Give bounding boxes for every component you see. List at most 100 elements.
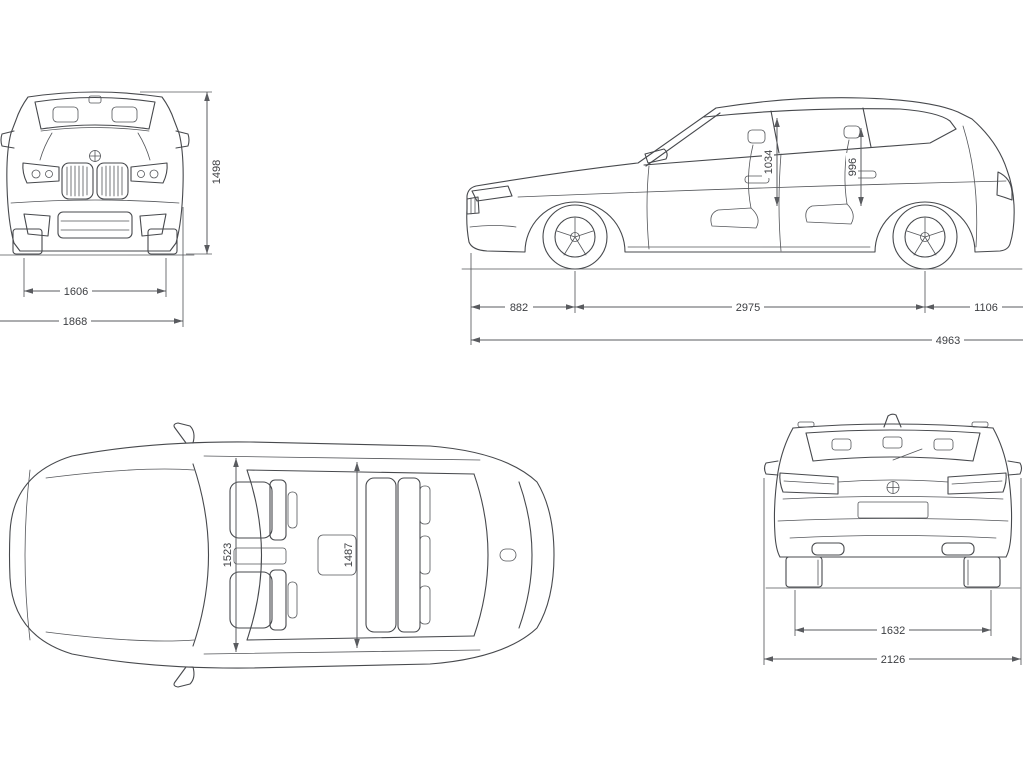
front-door-cut <box>646 165 650 250</box>
headrest <box>933 438 954 451</box>
tailgate-arc <box>518 481 533 629</box>
seat-cushion <box>229 571 273 629</box>
rear-window-arc <box>473 473 489 637</box>
rear-door-cut <box>778 153 782 252</box>
right-side-mirror <box>1007 460 1023 476</box>
front-grille-slats <box>470 197 476 215</box>
bench-headrest <box>419 585 431 625</box>
interior-width-rear-label-group: 1487 <box>342 539 355 571</box>
hood-crease-lines <box>45 468 195 642</box>
dim-label-halo <box>342 539 354 571</box>
rear-wheel <box>892 204 958 270</box>
rearview-mirror <box>88 95 102 104</box>
bench-headrest <box>419 535 431 575</box>
seat-back <box>269 479 287 541</box>
body-outline <box>466 97 1015 253</box>
windshield <box>34 96 156 130</box>
mirror-width-label: 2126 <box>881 654 905 666</box>
dim-label-halo <box>732 301 764 313</box>
interior-height-rear-label-group: 996 <box>846 153 859 181</box>
right-kidney-grille <box>96 162 129 200</box>
dim-label-halo <box>877 653 909 665</box>
front-seat-back <box>748 144 754 209</box>
dim-label-halo <box>60 285 92 297</box>
left-kidney-grille <box>61 162 94 200</box>
beltline <box>643 128 957 166</box>
rear-seat-headrest <box>843 125 861 139</box>
length-extension-lines <box>470 253 926 345</box>
headrest <box>831 438 852 451</box>
left-tire <box>12 228 43 255</box>
track-dim-label: 1606 <box>64 286 88 298</box>
bench-back <box>397 477 421 633</box>
window-top-line <box>703 108 957 130</box>
top-view-dimensions: 1523 1487 <box>221 458 360 652</box>
front-seats <box>229 479 298 631</box>
rear-seat-back <box>844 139 850 205</box>
rear-view-dimensions: 1632 2126 <box>763 478 1022 666</box>
dim-label-halo <box>59 315 91 327</box>
front-seat <box>710 129 766 229</box>
right-side-intake <box>139 213 167 237</box>
tailgate-lines <box>782 479 1004 500</box>
beltline-edges <box>203 455 481 655</box>
right-exhaust <box>941 542 975 556</box>
windshield-base-arc <box>192 463 210 647</box>
grille-slats <box>66 165 123 197</box>
rear-wiper <box>892 448 923 461</box>
left-headrest <box>52 106 79 123</box>
rear-track-label: 1632 <box>881 625 905 637</box>
dim-label-halo <box>846 153 858 181</box>
front-bumper-detail <box>469 225 517 228</box>
top-side-mirror <box>173 422 195 444</box>
top-view: 1523 1487 <box>8 422 555 688</box>
rear-seat-cushion <box>805 203 854 225</box>
left-headlight <box>22 162 60 184</box>
seat-back <box>269 569 287 631</box>
side-view: 1034 996 882 2975 1106 4963 <box>461 97 1023 347</box>
windshield-top-arc <box>246 469 263 641</box>
center-console <box>233 547 287 565</box>
seat-headrest <box>287 581 298 619</box>
left-side-mirror <box>0 130 15 149</box>
left-tire <box>785 556 823 588</box>
dim-label-halo <box>221 539 233 571</box>
interior-width-front-label-group: 1523 <box>221 539 234 571</box>
bench-cushion <box>365 477 397 633</box>
interior-width-rear-label: 1487 <box>343 543 355 567</box>
right-taillight <box>947 472 1007 495</box>
bottom-side-mirror <box>173 666 195 688</box>
rear-wheel-spokes <box>906 217 944 256</box>
top-view-car-art <box>8 422 555 688</box>
left-roof-rail <box>797 421 815 428</box>
front-view-dimensions: 1498 1606 1868 <box>0 91 223 328</box>
overall-length-label: 4963 <box>936 335 960 347</box>
right-body-side <box>992 427 1013 558</box>
interior-height-front-label-group: 1034 <box>762 146 775 178</box>
front-overhang-label: 882 <box>510 302 528 314</box>
bmw-roundel <box>89 150 101 162</box>
right-headlight <box>130 162 168 184</box>
roof-side-edges <box>246 469 475 641</box>
mirror-width-extension-lines <box>763 478 1022 665</box>
width-dim-label: 1868 <box>63 316 87 328</box>
front-seat-headrest <box>747 129 766 144</box>
left-side-intake <box>23 213 51 237</box>
diffuser-line <box>789 535 997 539</box>
taillight-inner-lines <box>783 480 1003 485</box>
c-pillar <box>862 107 872 148</box>
bmw-roundel <box>886 481 900 494</box>
dim-label-halo <box>932 334 964 346</box>
seat-headrest <box>287 491 298 529</box>
bumper-line <box>777 518 1009 522</box>
intake-mesh-lines <box>60 220 130 231</box>
body-outline <box>8 441 555 669</box>
side-view-car-art <box>461 97 1023 270</box>
bumper-line <box>10 199 180 204</box>
dim-label-halo <box>762 146 774 178</box>
rear-window <box>805 429 981 462</box>
dim-label-halo <box>505 301 533 313</box>
seat-cushion <box>229 481 273 539</box>
left-exhaust <box>811 542 845 556</box>
